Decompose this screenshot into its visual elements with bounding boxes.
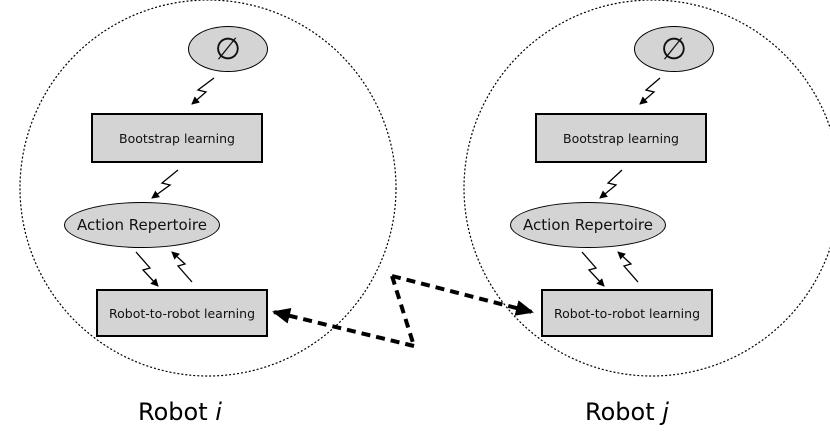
robot-i-bootstrap-learning-label: Bootstrap learning: [119, 130, 235, 146]
robot-j-caption: Robot j: [585, 398, 669, 426]
robot-i-caption: Robot i: [138, 398, 222, 426]
robot-j-caption-var: j: [662, 398, 669, 426]
robot-i-empty-set-symbol: ∅: [214, 31, 242, 67]
robot-j-repertoire-to-r2r-arrow: [581, 251, 605, 287]
robot-i-caption-var: i: [215, 398, 222, 426]
robot-j-action-repertoire-ellipse: Action Repertoire: [510, 202, 666, 248]
robot-i-r2r-to-repertoire-arrow: [171, 251, 193, 283]
robot-j-bootstrap-to-repertoire-arrow: [599, 169, 623, 199]
inter-robot-link-arrow: [391, 274, 534, 316]
robot-i-repertoire-to-r2r-arrow: [135, 251, 159, 287]
robot-j-r2r-learning-label: Robot-to-robot learning: [553, 305, 701, 321]
robot-i-sensor-to-bootstrap-arrow: [191, 77, 215, 105]
robot-j-empty-set-symbol: ∅: [660, 31, 688, 67]
robot-i-action-repertoire-label: Action Repertoire: [77, 216, 207, 234]
robot-j-sensor-icon: ∅: [634, 26, 714, 72]
robot-j-action-repertoire-label: Action Repertoire: [523, 216, 653, 234]
robot-i-action-repertoire-ellipse: Action Repertoire: [64, 202, 220, 248]
inter-robot-link-zig: [390, 275, 416, 347]
robot-j-caption-prefix: Robot: [585, 398, 663, 426]
inter-robot-link-arrow-back: [272, 308, 415, 348]
robot-j-r2r-learning-box: Robot-to-robot learning: [541, 289, 713, 337]
robot-i-r2r-learning-label: Robot-to-robot learning: [108, 305, 256, 321]
robot-j-bootstrap-learning-box: Bootstrap learning: [535, 113, 707, 163]
robot-i-r2r-learning-box: Robot-to-robot learning: [96, 289, 268, 337]
robot-i-boundary: [19, 0, 397, 377]
robot-i-sensor-icon: ∅: [188, 26, 268, 72]
robot-j-bootstrap-learning-label: Bootstrap learning: [563, 130, 679, 146]
robot-j-sensor-to-bootstrap-arrow: [639, 77, 661, 105]
robot-j-r2r-to-repertoire-arrow: [617, 251, 639, 283]
robot-i-bootstrap-learning-box: Bootstrap learning: [91, 113, 263, 163]
robot-i-caption-prefix: Robot: [138, 398, 216, 426]
robot-i-bootstrap-to-repertoire-arrow: [151, 169, 179, 199]
